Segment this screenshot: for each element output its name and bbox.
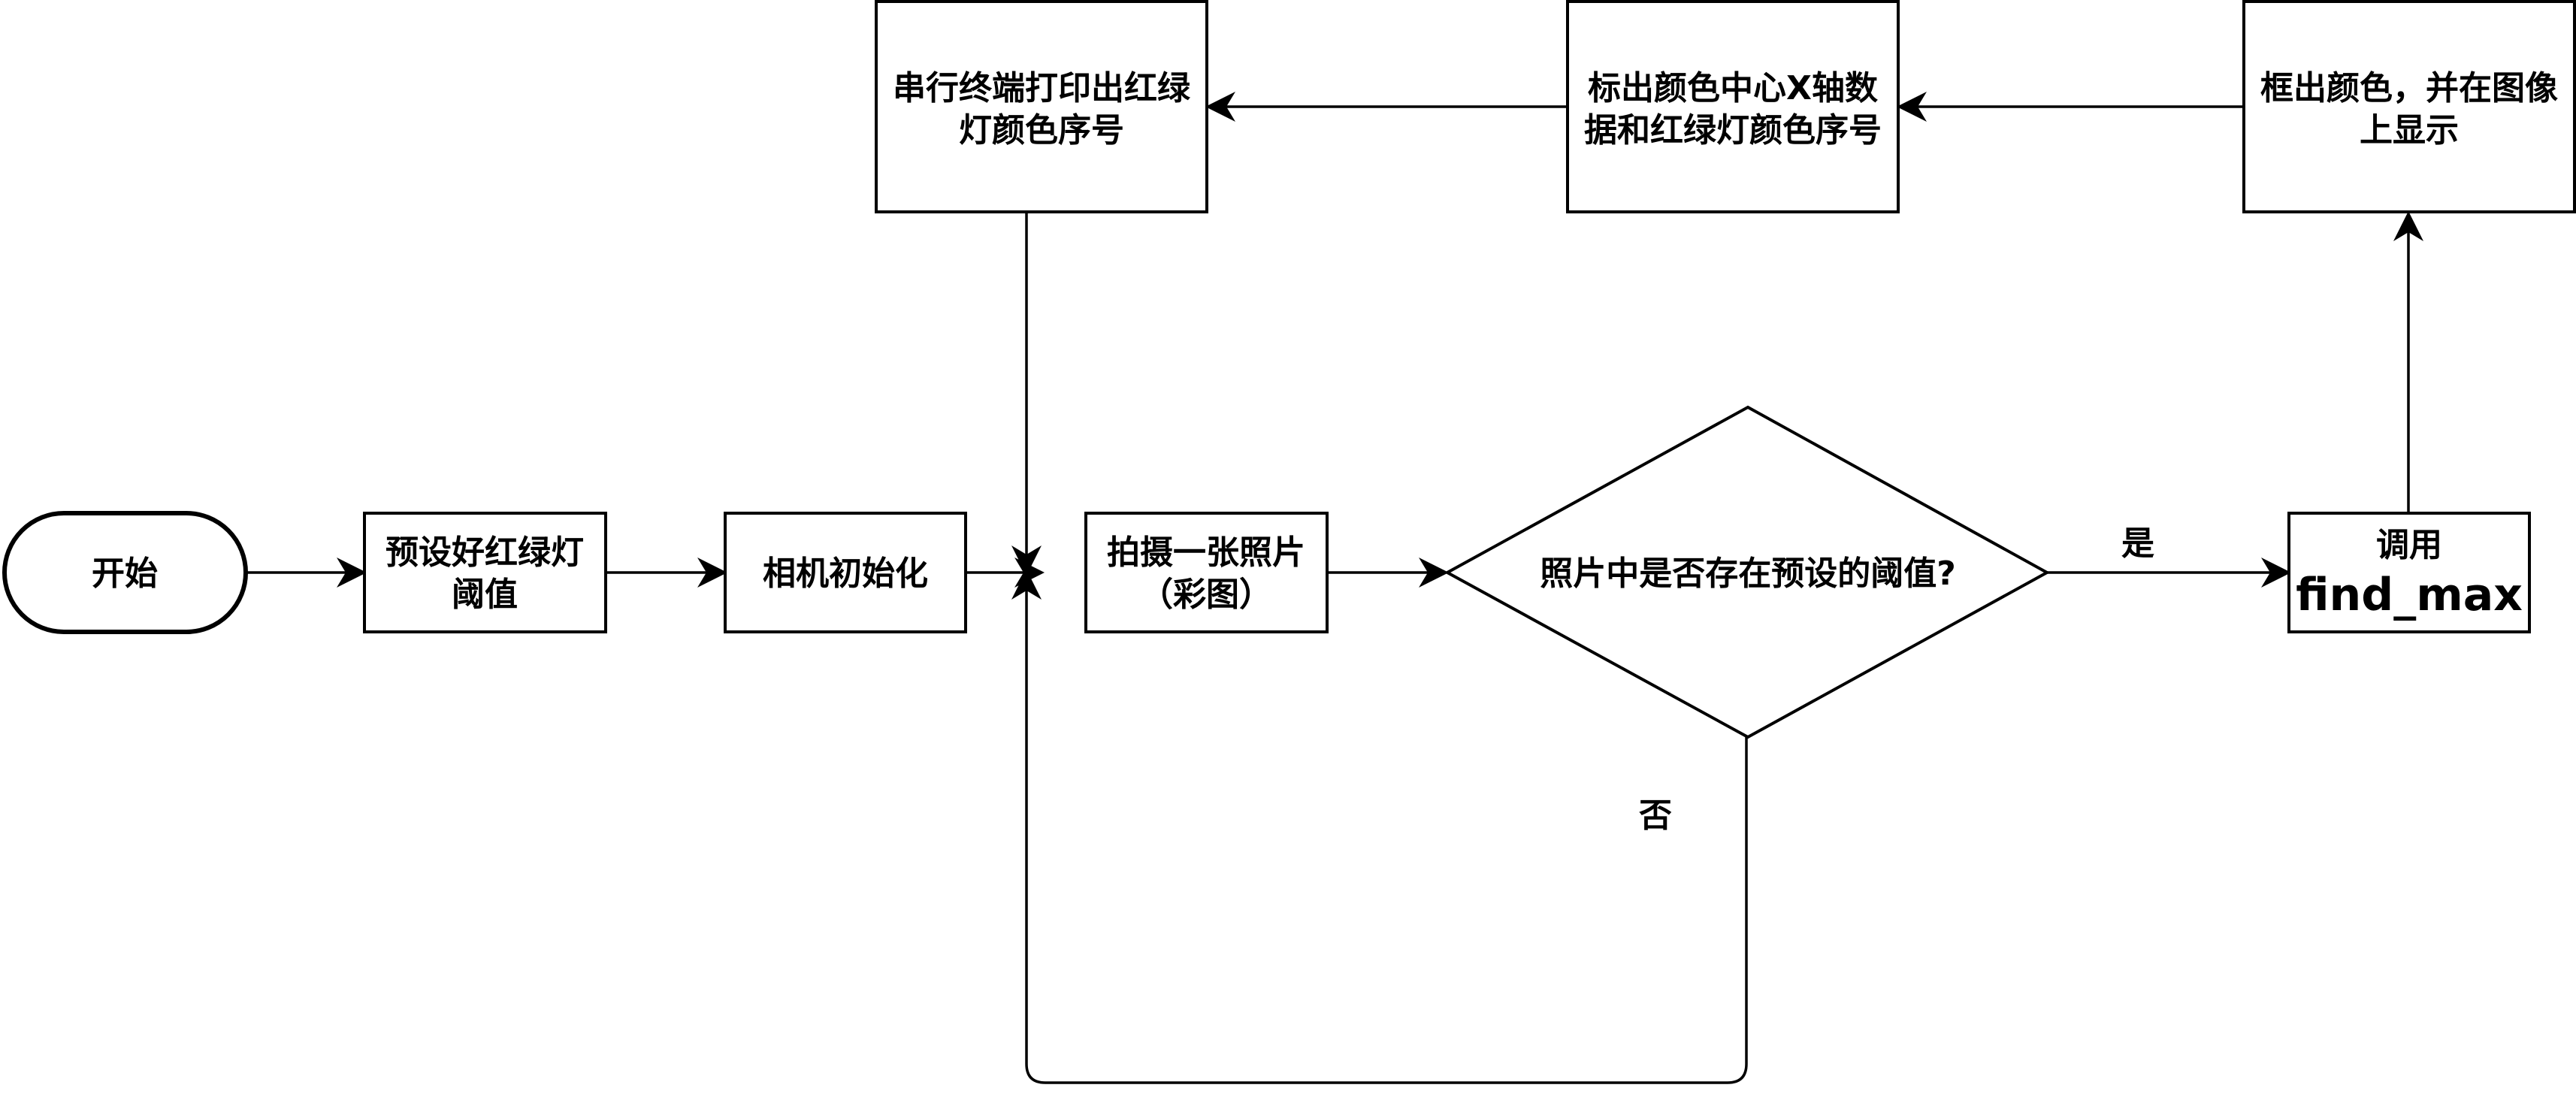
- node-call-find-max-line2: find_max: [2296, 569, 2523, 621]
- node-mark-center-line1: 标出颜色中心X轴数: [1588, 69, 1878, 107]
- node-serial-print: 串行终端打印出红绿 灯颜色序号: [875, 0, 1208, 213]
- node-serial-print-line1: 串行终端打印出红绿: [893, 69, 1191, 107]
- node-preset-threshold-line2: 阈值: [452, 576, 518, 614]
- node-start: 开始: [2, 511, 248, 634]
- node-box-color-line1: 框出颜色，并在图像: [2260, 69, 2558, 107]
- node-call-find-max-line1: 调用: [2376, 526, 2442, 564]
- node-serial-print-line2: 灯颜色序号: [959, 111, 1124, 150]
- node-call-find-max: 调用 find_max: [2287, 512, 2531, 633]
- edge-yes-label: 是: [2121, 524, 2154, 563]
- node-camera-init-label: 相机初始化: [763, 554, 928, 593]
- node-decision: 照片中是否存在预设的阈值?: [1444, 405, 2051, 739]
- node-preset-threshold: 预设好红绿灯 阈值: [363, 512, 607, 633]
- node-take-photo-line2: （彩图）: [1140, 576, 1272, 614]
- node-preset-threshold-line1: 预设好红绿灯: [385, 533, 584, 572]
- edge-decision-no-loop-back: [1011, 570, 1748, 1084]
- node-decision-label: 照片中是否存在预设的阈值?: [1540, 554, 1956, 593]
- node-camera-init: 相机初始化: [724, 512, 967, 633]
- node-take-photo: 拍摄一张照片 （彩图）: [1084, 512, 1329, 633]
- edge-no-label: 否: [1639, 796, 1672, 835]
- node-mark-center: 标出颜色中心X轴数 据和红绿灯颜色序号: [1566, 0, 1900, 213]
- node-box-color-line2: 上显示: [2360, 111, 2459, 150]
- node-box-color: 框出颜色，并在图像 上显示: [2242, 0, 2576, 213]
- node-mark-center-line2: 据和红绿灯颜色序号: [1584, 111, 1882, 150]
- node-take-photo-line1: 拍摄一张照片: [1107, 533, 1305, 572]
- node-start-label: 开始: [92, 554, 158, 593]
